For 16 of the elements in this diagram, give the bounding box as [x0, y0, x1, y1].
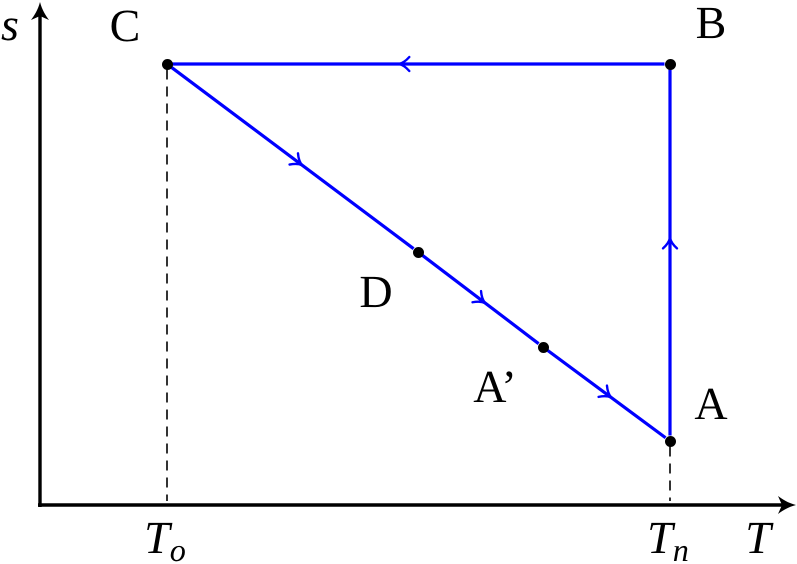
drop-line	[166, 70, 168, 501]
point-label: D	[359, 269, 393, 315]
point-label: A	[694, 381, 728, 427]
drop-line	[669, 446, 671, 501]
point-label: A’	[473, 364, 517, 410]
axis-label: T	[745, 515, 771, 561]
point-label: C	[110, 3, 140, 49]
point-marker	[538, 342, 548, 352]
point-label: B	[696, 0, 726, 46]
axis-label: s	[1, 2, 19, 48]
point-marker	[162, 58, 172, 70]
point-marker	[664, 58, 676, 70]
point-marker	[664, 436, 676, 446]
point-marker	[412, 246, 424, 258]
tick-label: T$_{o}$	[144, 515, 186, 561]
tick-label: T$_{n}$	[647, 515, 689, 561]
